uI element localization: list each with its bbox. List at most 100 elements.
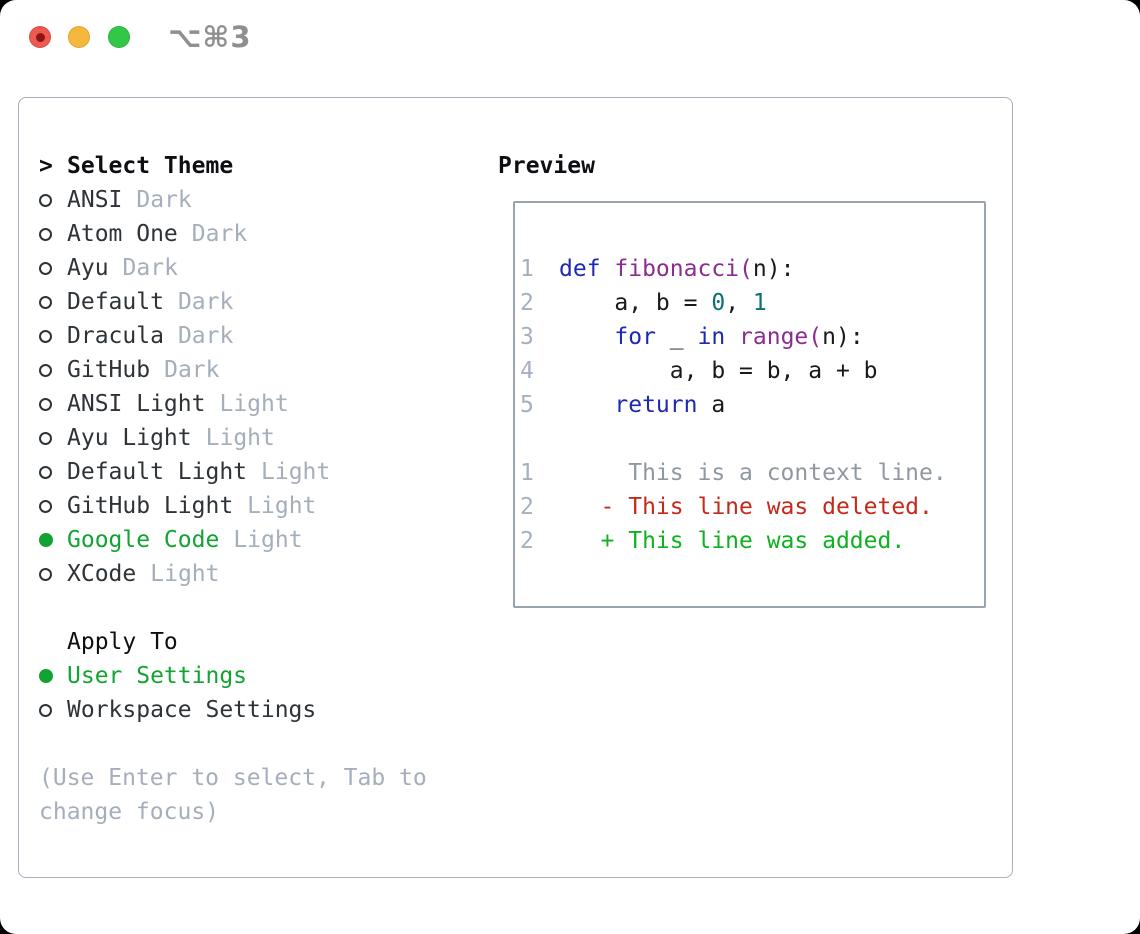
code-segment [559,324,614,350]
spacer [39,727,427,761]
code-line: 3 for _ in range(n): [520,320,984,354]
close-button[interactable] [29,26,51,48]
code-segment: for [614,324,656,350]
radio-col [39,499,67,513]
theme-variant-label: Dark [191,221,248,247]
code-line: 2 a, b = 0, 1 [520,286,984,320]
close-dot-icon [35,32,45,42]
theme-option-xcode[interactable]: XCode Light [39,557,427,591]
code-segment: range( [739,324,823,350]
preview-label: Preview [498,153,595,179]
radio-col [39,431,67,445]
theme-option-label: XCode [67,561,137,587]
code-segment: n): [822,324,864,350]
spacer [39,591,427,625]
code-segment: a, b = [559,290,712,316]
theme-option-default-light[interactable]: Default Light Light [39,455,427,489]
diff-text: - This line was deleted. [559,494,933,520]
radio-unselected-icon [39,227,52,241]
theme-option-dracula[interactable]: Dracula Dark [39,319,427,353]
theme-option-label: Default Light [67,459,248,485]
radio-unselected-icon [39,499,52,513]
select-theme-header: > Select Theme [39,149,427,183]
apply-option-workspace-settings[interactable]: Workspace Settings [39,693,427,727]
code-segment: _ [655,324,698,350]
radio-col [39,295,67,309]
apply-option-user-settings[interactable]: User Settings [39,659,427,693]
code-segment: 0 [711,290,726,316]
theme-option-ayu[interactable]: Ayu Dark [39,251,427,285]
theme-option-label: Ayu [67,255,109,281]
diff-line-del: 2 - This line was deleted. [520,490,984,524]
theme-option-atom-one[interactable]: Atom One Dark [39,217,427,251]
theme-option-label: Google Code [67,527,220,553]
radio-col [39,261,67,275]
code-segment: a [697,392,726,418]
theme-option-label: Dracula [67,323,164,349]
theme-variant-label: Dark [177,323,234,349]
line-number: 3 [520,324,534,350]
maximize-button[interactable] [108,26,130,48]
radio-col [39,567,67,581]
theme-option-label: Atom One [67,221,178,247]
window-title-shortcut: ⌥⌘3 [168,20,252,54]
radio-col [39,669,67,683]
diff-text: + This line was added. [559,528,906,554]
theme-option-ansi[interactable]: ANSI Dark [39,183,427,217]
cursor-col: > [39,153,67,179]
radio-unselected-icon [39,397,52,411]
theme-option-label: ANSI [67,187,123,213]
radio-unselected-icon [39,703,52,717]
theme-variant-label: Dark [122,255,178,281]
code-segment: fibonacci( [614,256,753,282]
spacer [520,422,984,456]
code-segment: 1 [752,290,767,316]
radio-col [39,363,67,377]
minimize-button[interactable] [68,26,90,48]
radio-unselected-icon [39,193,52,207]
hint-line: (Use Enter to select, Tab to [39,765,427,791]
cursor-icon: > [39,153,53,179]
apply-option-label: User Settings [67,663,248,689]
theme-option-google-code[interactable]: Google Code Light [39,523,427,557]
radio-col [39,703,67,717]
radio-col [39,533,67,547]
theme-option-label: GitHub Light [67,493,234,519]
theme-variant-label: Light [233,527,303,553]
theme-variant-label: Light [261,459,331,485]
radio-unselected-icon [39,261,52,275]
titlebar: ⌥⌘3 [0,0,1140,70]
radio-unselected-icon [39,329,52,343]
radio-selected-icon [39,533,53,547]
theme-variant-label: Light [150,561,220,587]
diff-line-add: 2 + This line was added. [520,524,984,558]
diff-preview: 1 This is a context line.2 - This line w… [520,456,984,558]
theme-variant-label: Light [205,425,275,451]
theme-variant-label: Light [219,391,289,417]
radio-col [39,465,67,479]
hint-line: change focus) [39,799,220,825]
code-segment: n): [752,256,795,282]
radio-unselected-icon [39,431,52,445]
diff-line-ctx: 1 This is a context line. [520,456,984,490]
line-number: 4 [520,358,534,384]
radio-selected-icon [39,669,53,683]
theme-variant-label: Dark [136,187,192,213]
radio-col [39,397,67,411]
select-theme-label: Select Theme [67,153,234,179]
code-segment: return [614,392,698,418]
radio-unselected-icon [39,363,52,377]
radio-unselected-icon [39,465,52,479]
